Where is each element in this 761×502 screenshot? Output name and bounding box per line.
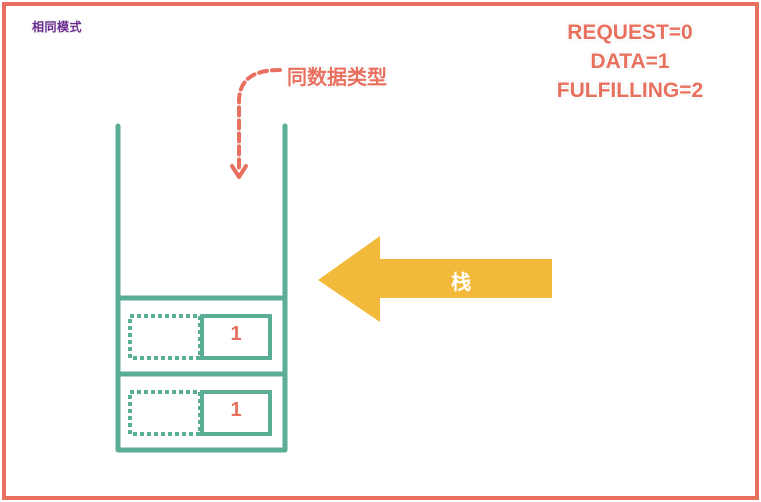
legend-request: REQUEST=0: [567, 21, 693, 44]
dashed-arrow-head: [230, 164, 248, 179]
node-2-data-box: [200, 390, 272, 436]
same-type-annotation: 同数据类型: [287, 65, 387, 89]
node-1-empty-slot: [128, 314, 202, 360]
stack-arrow-label: 栈: [451, 270, 471, 294]
stack-arrow: [318, 236, 552, 322]
node-2-empty-slot: [128, 390, 202, 436]
node-1-value: 1: [230, 323, 242, 345]
dashed-curved-arrow: [237, 68, 282, 172]
legend-fulfilling: FULFILLING=2: [556, 79, 704, 102]
state-legend: REQUEST=0 DATA=1 FULFILLING=2: [530, 18, 730, 105]
legend-data: DATA=1: [590, 50, 670, 73]
node-1-data-box: [200, 314, 272, 360]
stack-container: [115, 123, 288, 453]
node-2-value: 1: [230, 399, 242, 421]
mode-label: 相同模式: [32, 20, 83, 34]
